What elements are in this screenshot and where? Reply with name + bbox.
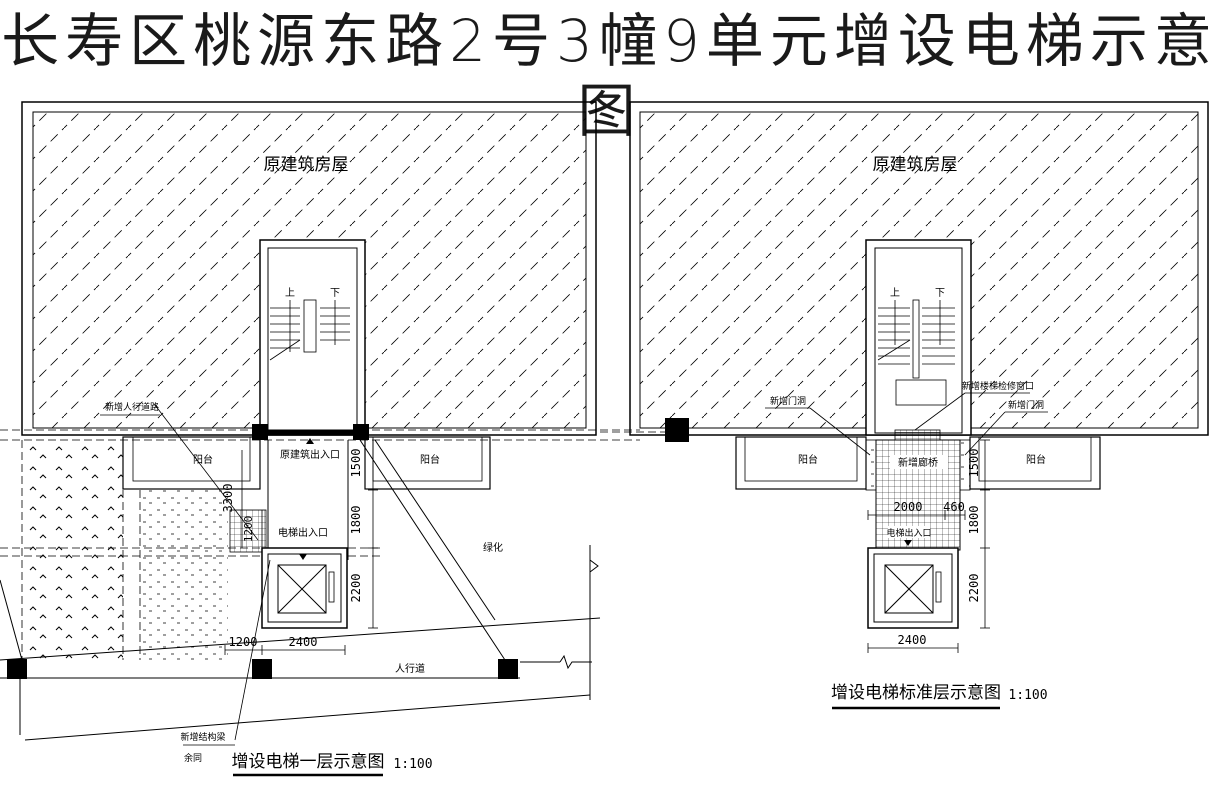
right-building-label: 原建筑房屋: [873, 155, 958, 175]
right-corridor-label: 新增廊桥: [898, 456, 938, 469]
right-caption: 增设电梯标准层示意图: [831, 683, 1001, 703]
left-dim-2200: 2200: [349, 574, 363, 603]
drawing-title: 长寿区桃源东路2号3幢9单元增设电梯示意图: [1, 7, 1218, 145]
left-dim-1500: 1500: [349, 449, 363, 478]
left-column: [252, 424, 268, 440]
right-dim-2000: 2000: [894, 500, 923, 514]
left-dim-1800: 1800: [349, 506, 363, 535]
right-dim-2200: 2200: [967, 574, 981, 603]
left-dim-1200h: 1200: [229, 635, 258, 649]
left-building-label: 原建筑房屋: [264, 155, 349, 175]
left-stair-core-inner: [267, 247, 358, 434]
left-elevator-entrance: 电梯出入口: [278, 526, 328, 539]
left-new-beam-label: 新增结构梁: [180, 731, 225, 743]
left-dim-2400: 2400: [289, 635, 318, 649]
left-column: [252, 659, 272, 679]
right-plan: 原建筑房屋 上 下 阳台 阳台: [600, 101, 1209, 710]
left-stair-up: 上: [285, 287, 295, 299]
left-elevator-car: [277, 564, 327, 614]
right-elevator-car: [884, 564, 934, 614]
left-remainder-label: 余同: [184, 752, 202, 764]
left-balcony-left-label: 阳台: [193, 453, 213, 466]
right-column: [665, 418, 689, 442]
left-stair-treads: [269, 299, 350, 361]
left-greenery-area: [28, 440, 123, 660]
left-scale: 1:100: [393, 757, 432, 772]
right-stair-down: 下: [935, 288, 945, 299]
right-balcony-left-label: 阳台: [798, 453, 818, 466]
left-column: [498, 659, 518, 679]
right-stair-core-inner: [874, 247, 963, 434]
left-dim-3300: 3300: [221, 484, 235, 513]
left-stair-down: 下: [330, 288, 340, 299]
left-column: [7, 659, 27, 679]
right-dim-460: 460: [943, 500, 965, 514]
right-balcony-right-label: 阳台: [1026, 453, 1046, 466]
right-stair-window: 新增楼梯检修窗口: [962, 380, 1034, 392]
right-scale: 1:100: [1008, 688, 1047, 703]
left-sidewalk-label: 人行道: [395, 662, 425, 675]
right-elevator-shaft: [867, 547, 959, 629]
right-dim-1500: 1500: [967, 449, 981, 478]
left-new-walkway-label: 新增人行道路: [105, 401, 159, 413]
left-greenery-label: 绿化: [483, 541, 503, 554]
left-elevator-shaft: [261, 547, 348, 629]
right-stair-up: 上: [890, 287, 900, 299]
left-plan: 原建筑房屋 上 下 阳台 阳台: [0, 101, 640, 777]
right-dim-1800: 1800: [967, 506, 981, 535]
right-dim-2400: 2400: [898, 633, 927, 647]
left-caption: 增设电梯一层示意图: [232, 752, 385, 772]
left-balcony-right-label: 阳台: [420, 453, 440, 466]
right-elevator-entrance: 电梯出入口: [886, 527, 931, 539]
right-new-door-left: 新增门洞: [770, 395, 806, 407]
left-dim-1200v: 1200: [242, 516, 255, 543]
right-new-door-right: 新增门洞: [1008, 399, 1044, 411]
left-column: [353, 424, 369, 440]
left-original-entrance: 原建筑出入口: [280, 448, 340, 461]
